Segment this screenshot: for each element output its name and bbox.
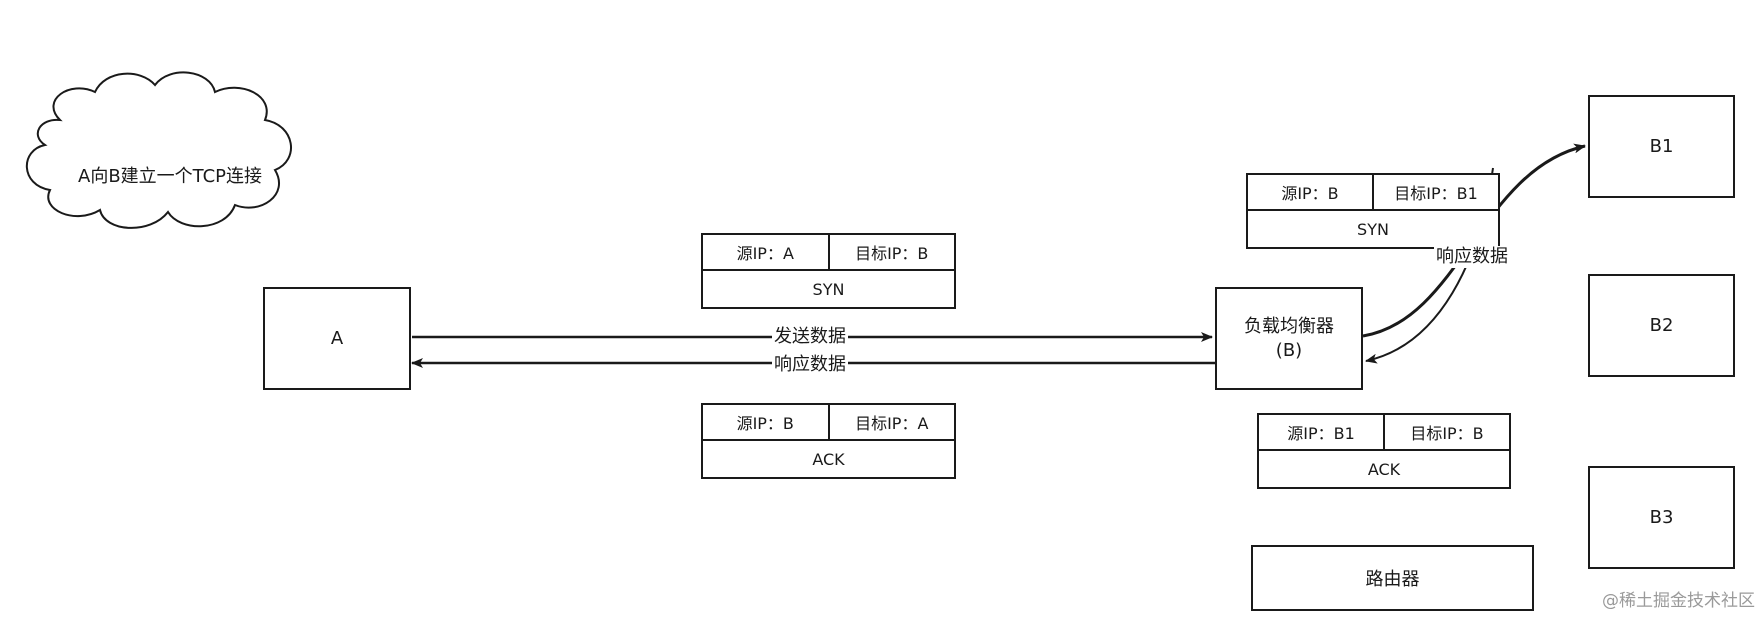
packet-flag-row: ACK: [703, 441, 954, 477]
cloud-caption: A向B建立一个TCP连接: [78, 166, 263, 187]
node-a: A: [263, 287, 411, 390]
packet-destination-ip: 目标IP：B1: [1394, 184, 1478, 203]
router-node: 路由器: [1251, 545, 1534, 611]
server-b2-label: B2: [1649, 315, 1674, 336]
packet-flag: ACK: [1367, 459, 1401, 479]
packet-source-ip: 源IP：B: [1248, 175, 1374, 209]
respond-data-label: 响应数据: [772, 354, 848, 376]
packet-header-row: 源IP：B 目标IP：B1: [1248, 175, 1498, 211]
server-b3-label: B3: [1649, 507, 1674, 528]
node-a-label: A: [330, 328, 344, 349]
packet-flag-row: SYN: [1248, 211, 1498, 247]
watermark: @稀土掘金技术社区: [1602, 591, 1755, 611]
server-b1-label: B1: [1649, 136, 1674, 157]
packet-source-ip: 源IP：B1: [1259, 415, 1385, 449]
packet-destination-ip: 目标IP：A: [855, 414, 929, 433]
send-data-label: 发送数据: [772, 326, 848, 348]
packet-flag: SYN: [812, 279, 845, 299]
packet-flag: SYN: [1357, 219, 1389, 239]
load-balancer-sublabel: (B): [1275, 339, 1303, 361]
packet-syn-b-to-b1: 源IP：B 目标IP：B1 SYN: [1246, 173, 1500, 249]
packet-destination-ip: 目标IP：B: [855, 244, 929, 263]
router-label: 路由器: [1365, 569, 1420, 590]
packet-destination-ip: 目标IP：B: [1410, 424, 1484, 443]
server-b3: B3: [1588, 466, 1735, 569]
load-balancer-node: 负载均衡器 (B): [1215, 287, 1363, 390]
server-b2: B2: [1588, 274, 1735, 377]
packet-syn-a-to-b: 源IP：A 目标IP：B SYN: [701, 233, 956, 309]
packet-source-ip: 源IP：B: [703, 405, 830, 439]
packet-flag-row: SYN: [703, 271, 954, 307]
packet-header-row: 源IP：A 目标IP：B: [703, 235, 954, 271]
packet-header-row: 源IP：B1 目标IP：B: [1259, 415, 1509, 451]
packet-flag-row: ACK: [1259, 451, 1509, 487]
packet-flag: ACK: [812, 449, 845, 469]
load-balancer-label: 负载均衡器: [1244, 315, 1334, 337]
packet-source-ip: 源IP：A: [703, 235, 830, 269]
server-b1: B1: [1588, 95, 1735, 198]
packet-header-row: 源IP：B 目标IP：A: [703, 405, 954, 441]
cloud-shape: [25, 71, 292, 229]
respond-data-b1-label: 响应数据: [1434, 246, 1510, 268]
packet-ack-b1-to-b: 源IP：B1 目标IP：B ACK: [1257, 413, 1511, 489]
packet-ack-b-to-a: 源IP：B 目标IP：A ACK: [701, 403, 956, 479]
